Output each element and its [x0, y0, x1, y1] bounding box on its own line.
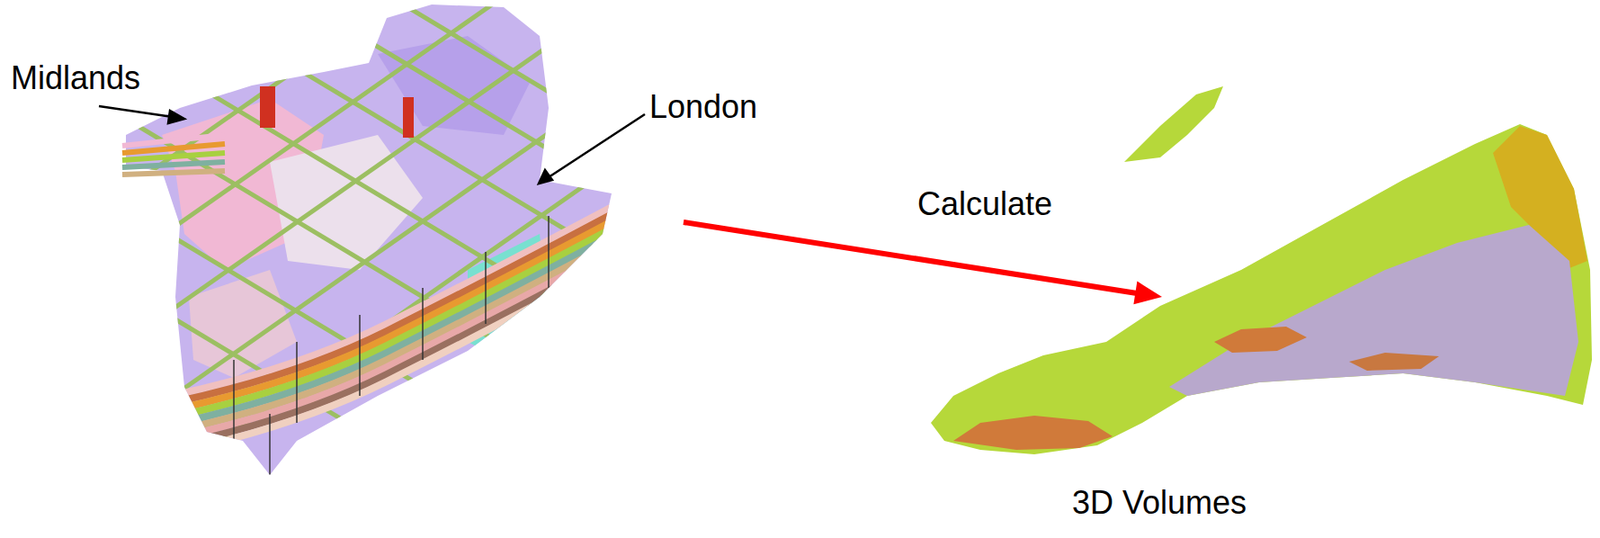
- line-shape: [125, 0, 414, 189]
- line-shape: [295, 341, 298, 423]
- path-shape: [170, 223, 621, 418]
- line-shape: [269, 0, 648, 209]
- path-shape: [170, 259, 621, 454]
- line-shape: [421, 287, 424, 360]
- arrow-label: Calculate: [917, 185, 1053, 223]
- g-shape: [233, 215, 549, 475]
- line-shape: [125, 0, 504, 261]
- path-shape: [953, 415, 1113, 450]
- g-shape: [107, 0, 648, 475]
- path-shape: [1124, 86, 1224, 162]
- path-shape: [170, 252, 621, 447]
- g-shape: [122, 134, 225, 175]
- line-shape: [683, 222, 1137, 294]
- line-shape: [484, 251, 487, 324]
- path-shape: [170, 245, 621, 439]
- line-shape: [548, 114, 645, 178]
- line-shape: [232, 359, 235, 441]
- line-shape: [350, 0, 648, 152]
- path-shape: [170, 216, 621, 411]
- path-shape: [377, 35, 531, 135]
- line-shape: [268, 413, 271, 475]
- path-shape: [930, 124, 1592, 455]
- 3d-volume: [930, 86, 1592, 455]
- path-shape: [170, 231, 621, 425]
- polygon-shape: [538, 169, 553, 184]
- calculate-arrow: [683, 222, 1163, 304]
- path-shape: [170, 238, 621, 432]
- path-shape: [1214, 326, 1307, 353]
- leader-arrows: [98, 106, 645, 184]
- line-shape: [358, 314, 361, 396]
- g-shape: [107, 0, 648, 463]
- polygon-shape: [168, 110, 185, 124]
- line-shape: [107, 107, 558, 378]
- region-label: Midlands: [10, 59, 141, 97]
- caption-label: 3D Volumes: [1072, 483, 1247, 521]
- line-shape: [547, 215, 550, 288]
- path-shape: [122, 152, 225, 161]
- rect-shape: [259, 86, 276, 128]
- line-shape: [98, 106, 173, 117]
- path-shape: [1169, 224, 1579, 396]
- rect-shape: [402, 97, 414, 138]
- region-label: London: [649, 88, 758, 126]
- path-shape: [122, 170, 225, 175]
- fence-diagram: [107, 0, 648, 475]
- polygon-shape: [1133, 281, 1163, 305]
- path-shape: [1349, 352, 1440, 371]
- g-shape: [170, 202, 621, 454]
- path-shape: [122, 161, 225, 168]
